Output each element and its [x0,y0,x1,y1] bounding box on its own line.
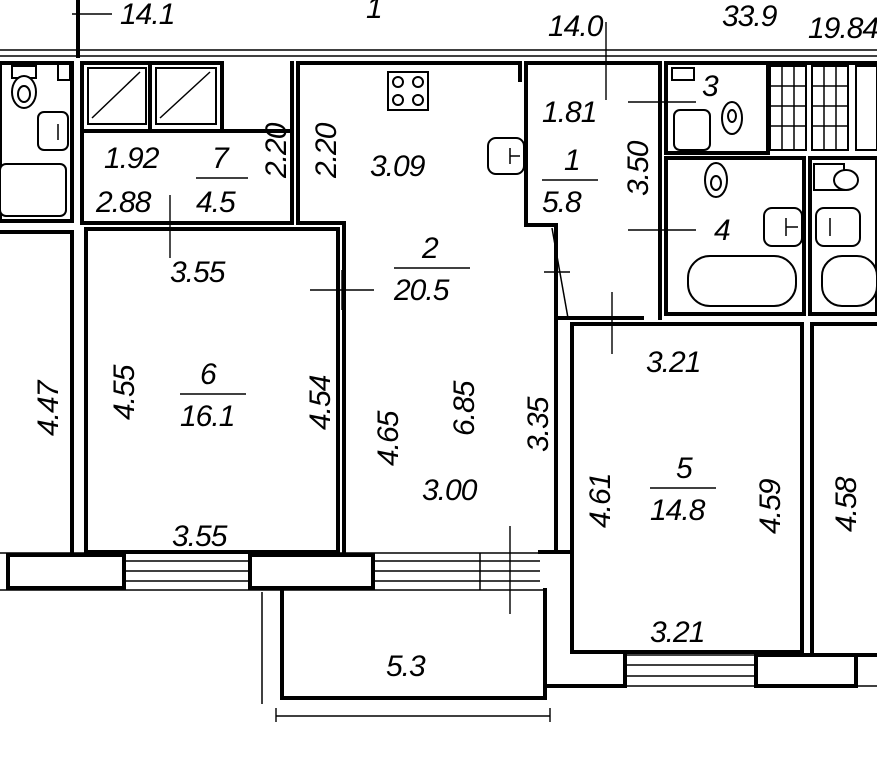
bath-number: 1 [564,144,580,177]
room5-bottom-width: 3.21 [650,616,704,649]
room6-right-height: 4.54 [304,375,337,430]
bathtub-icon [0,163,67,217]
closet-side: 2.20 [260,122,293,179]
hall-right-length: 3.35 [522,396,555,452]
left-room-height: 4.47 [32,379,65,436]
top-total-a: 14.0 [548,10,604,43]
top-middle-dimension: 1 [366,0,382,25]
room6-bottom-width: 3.55 [172,520,228,553]
labels: 14.1 1 14.0 33.9 19.84 1.92 2.88 7 4.5 2… [32,0,877,683]
sink-icon [487,137,525,175]
room6-number: 6 [200,358,217,391]
right-room-height: 4.58 [830,476,863,532]
room6-top-width: 3.55 [170,256,226,289]
closet-width: 1.92 [104,142,160,175]
toilet-icon [813,163,877,307]
closet-number: 7 [212,142,230,175]
bath-area: 5.8 [542,186,582,219]
bath-width: 1.81 [542,96,596,129]
fixtures [0,63,877,307]
toilet-icon [704,162,728,198]
room5-left-height: 4.61 [584,474,617,528]
room5-number: 5 [676,452,693,485]
top-total-c: 19.84 [808,12,877,45]
balcony-area: 5.3 [386,650,426,683]
toilet-icon [11,65,37,109]
closet-area: 4.5 [196,186,236,219]
top-left-dimension: 14.1 [120,0,174,31]
hall-length: 6.85 [448,380,481,436]
room5-right-height: 4.59 [754,478,787,534]
stove-icon [387,71,429,111]
room5-top-width: 3.21 [646,346,700,379]
hall-left-length: 4.65 [372,410,405,466]
dimension-lines [72,13,696,614]
sink-icon [763,207,803,247]
room6-left-height: 4.55 [108,364,141,420]
wc-b-number: 4 [714,214,730,247]
bath-height: 3.50 [622,140,655,196]
hall-bottom-width: 3.00 [422,474,478,507]
hall-side: 2.20 [310,122,343,179]
toilet-icon [671,67,743,151]
wardrobe-icon [87,67,217,125]
room6-area: 16.1 [180,400,234,433]
room5-area: 14.8 [650,494,706,527]
windows [6,553,877,688]
bathtub-icon [687,255,797,307]
sink-icon [37,111,69,151]
wc-a-number: 3 [702,70,719,103]
hall-number: 2 [421,232,439,265]
hall-area: 20.5 [393,274,450,307]
hall-top-width: 3.09 [370,150,426,183]
walls [0,0,877,722]
tile-grid-icon [769,65,877,151]
closet-height: 2.88 [95,186,152,219]
top-total-b: 33.9 [722,0,778,33]
